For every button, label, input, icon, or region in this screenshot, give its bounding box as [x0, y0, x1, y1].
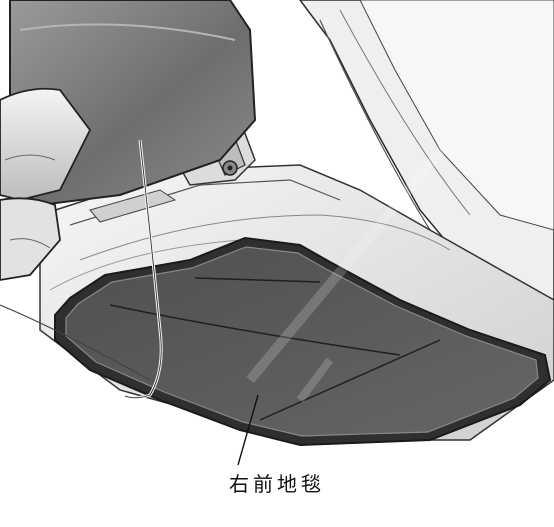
- seat-cable-outline: [124, 139, 162, 399]
- watermark-mark: [246, 136, 454, 403]
- callout-label: 右前地毯: [229, 472, 325, 496]
- right-front-floor-mat: [54, 236, 552, 447]
- callout-leader-line: [237, 394, 259, 466]
- front-seat: [0, 0, 257, 281]
